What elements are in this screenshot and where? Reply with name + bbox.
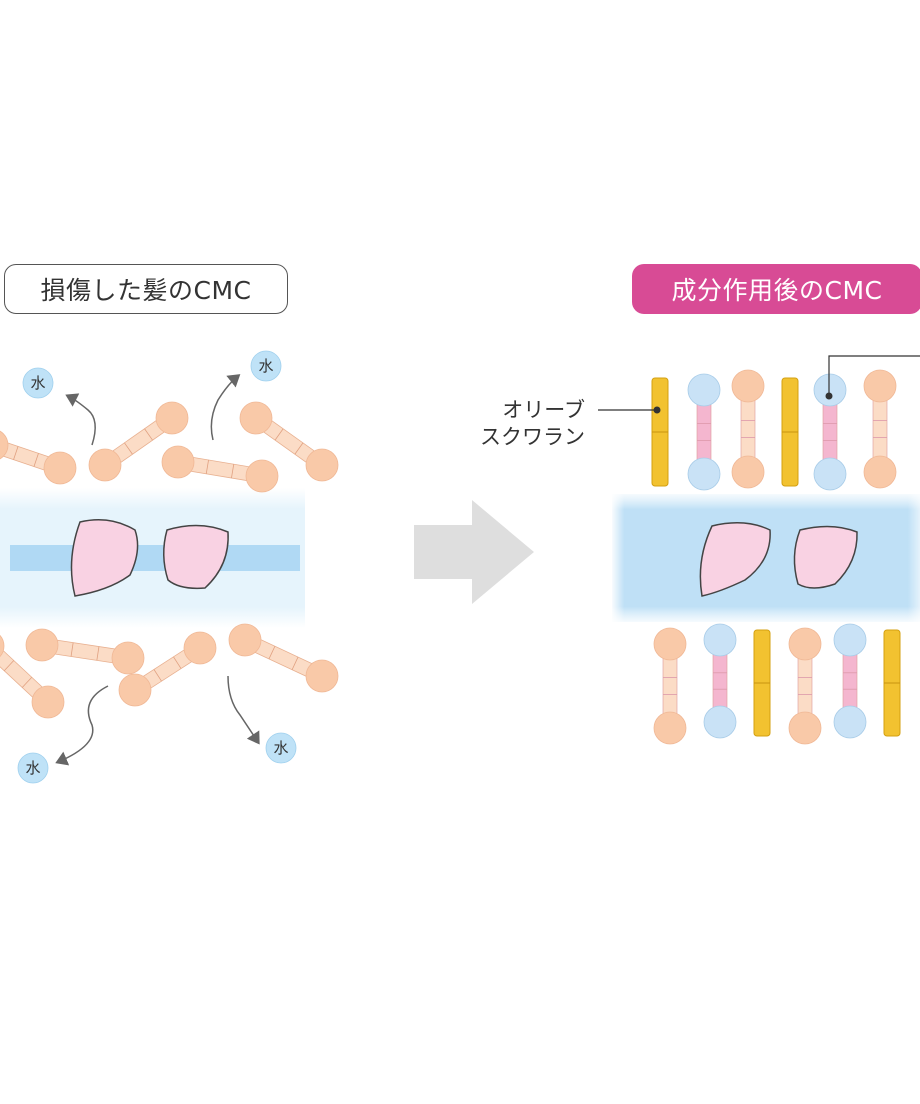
- damaged-cmc-label: 損傷した髪のCMC: [4, 264, 288, 314]
- lipid-molecule: [228, 623, 339, 693]
- flow-arrow-icon: [227, 675, 260, 745]
- water-bubble-icon: 水: [22, 367, 54, 399]
- lipid-molecule: [731, 369, 765, 489]
- right-cmc-band: [612, 494, 920, 622]
- right-protein-group: [699, 522, 858, 597]
- lipid-molecule: [687, 373, 721, 491]
- ingredient-leaders: [598, 355, 920, 414]
- transition-arrow-icon: [414, 500, 534, 604]
- flow-arrow-icon: [210, 374, 241, 441]
- lipid-molecule: [161, 445, 279, 493]
- water-label: 水: [25, 759, 40, 777]
- lipid-molecule: [239, 401, 339, 482]
- treated-cmc-label: 成分作用後のCMC: [632, 264, 920, 314]
- squalane-label-line1: オリーブ: [502, 398, 585, 422]
- water-label: 水: [273, 739, 288, 757]
- lipid-molecule: [788, 627, 822, 745]
- damaged-cmc-title: 損傷した髪のCMC: [40, 276, 252, 305]
- squalane-label: オリーブ スクワラン: [480, 398, 585, 449]
- squalane-molecule: [651, 377, 669, 487]
- water-bubble-icon: 水: [17, 752, 49, 784]
- lipid-molecule: [813, 373, 847, 491]
- lipid-molecule: [0, 430, 77, 485]
- left-flow-arrows: [55, 374, 260, 766]
- water-label: 水: [30, 374, 45, 392]
- lipid-molecule: [88, 401, 189, 482]
- right-lipid-group: [651, 369, 901, 745]
- squalane-molecule: [753, 629, 771, 737]
- left-cmc-band: [0, 488, 305, 628]
- treated-cmc-title: 成分作用後のCMC: [671, 276, 883, 305]
- water-bubble-icon: 水: [265, 732, 297, 764]
- lipid-molecule: [0, 634, 65, 719]
- water-bubble-icon: 水: [250, 350, 282, 382]
- flow-arrow-icon: [65, 393, 96, 446]
- water-label: 水: [258, 357, 273, 375]
- squalane-molecule: [781, 377, 799, 487]
- lipid-molecule: [833, 623, 867, 739]
- lipid-molecule: [653, 627, 687, 745]
- lipid-molecule: [118, 631, 217, 707]
- squalane-label-line2: スクワラン: [480, 425, 585, 449]
- flow-arrow-icon: [55, 685, 109, 766]
- lipid-molecule: [863, 369, 897, 489]
- left-lipid-group: [0, 401, 339, 719]
- left-protein-group: [70, 519, 229, 597]
- squalane-molecule: [883, 629, 901, 737]
- lipid-molecule: [25, 628, 145, 675]
- lipid-molecule: [703, 623, 737, 739]
